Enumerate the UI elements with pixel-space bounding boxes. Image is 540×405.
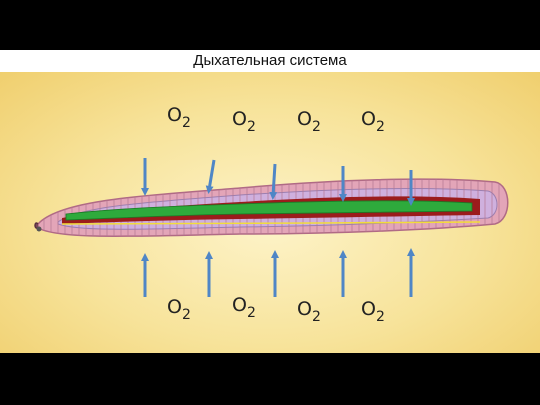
bottom-arrows: [141, 248, 415, 297]
oxygen-label-bottom: O2: [167, 296, 191, 323]
bottom-oxygen-labels: O2 O2 O2 O2: [167, 294, 385, 325]
oxygen-label-top: O2: [361, 108, 385, 135]
top-arrows: [141, 158, 415, 206]
oxygen-arrow-top: [205, 159, 216, 194]
oxygen-label-top: O2: [232, 108, 256, 135]
top-oxygen-labels: O2 O2 O2 O2: [167, 104, 385, 135]
oxygen-label-top: O2: [297, 108, 321, 135]
oxygen-label-bottom: O2: [297, 298, 321, 325]
ventral-nerve-cord: [61, 221, 481, 225]
worm-head-tip: [36, 226, 42, 232]
oxygen-label-top: O2: [167, 104, 191, 131]
slide: Дыхательная система: [0, 50, 540, 353]
gut: [65, 200, 473, 221]
diagram-scene: O2 O2 O2 O2 O2 O2 O2 O2: [0, 72, 540, 353]
oxygen-label-bottom: O2: [232, 294, 256, 321]
slide-title: Дыхательная система: [193, 52, 347, 69]
oxygen-label-bottom: O2: [361, 298, 385, 325]
oxygen-arrow-top: [269, 163, 278, 200]
earthworm-diagram: O2 O2 O2 O2 O2 O2 O2 O2: [34, 104, 509, 325]
earthworm: [34, 178, 509, 238]
title-bar: Дыхательная система: [0, 50, 540, 72]
